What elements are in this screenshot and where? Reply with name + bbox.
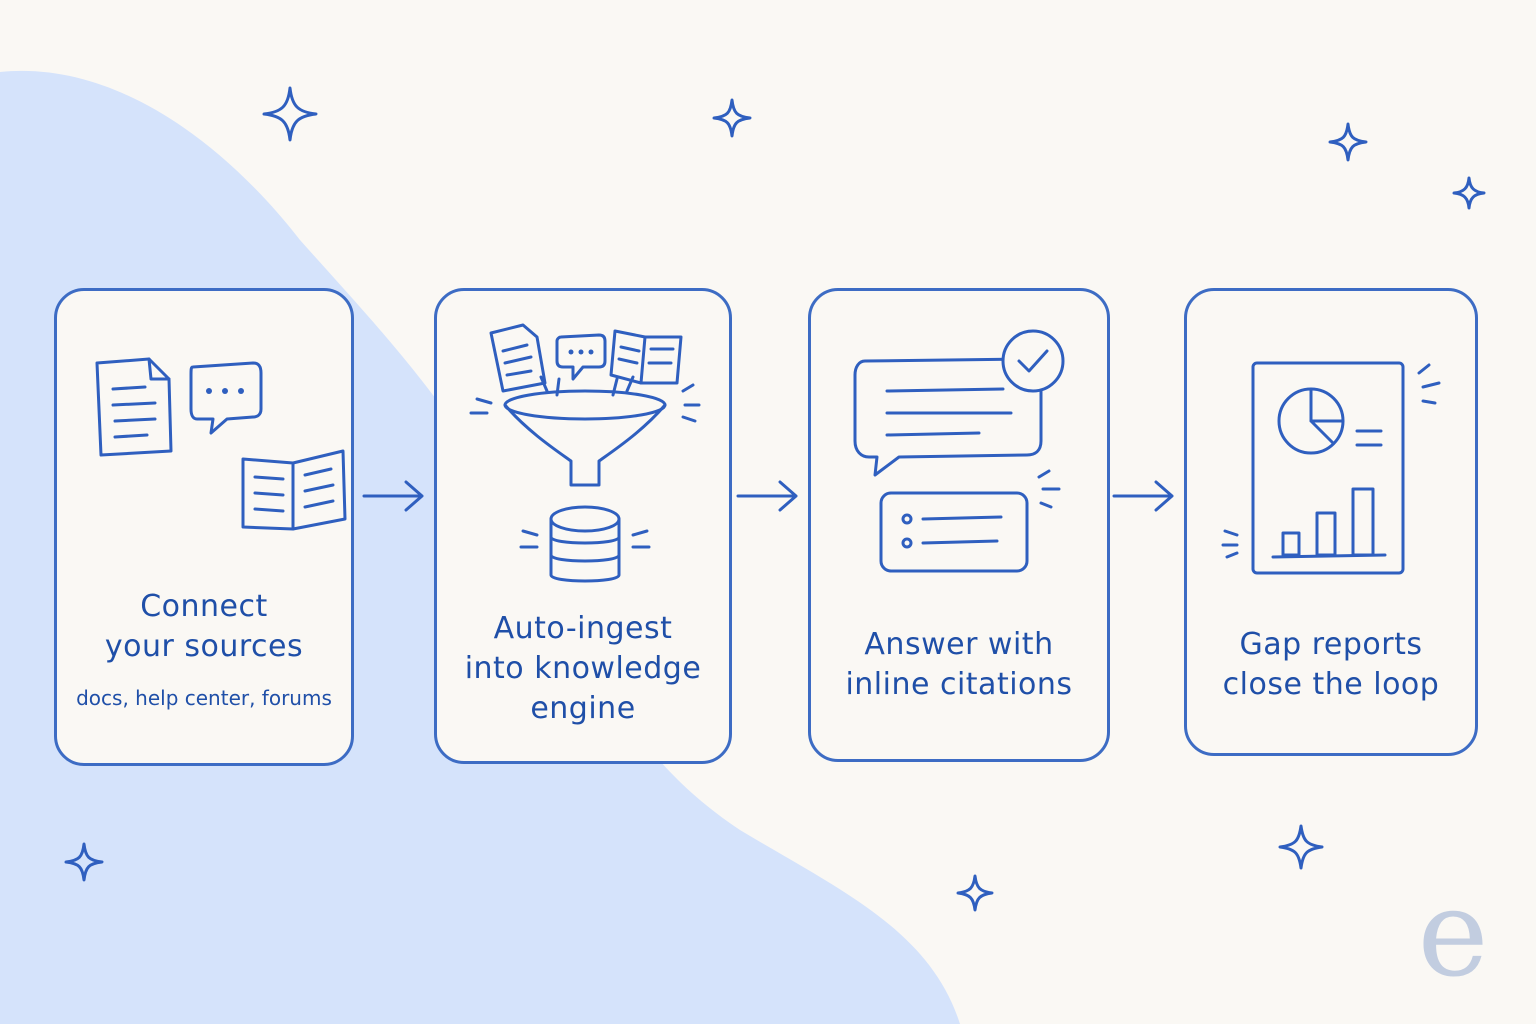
database-icon (549, 505, 621, 583)
check-circle-icon (1001, 329, 1065, 393)
funnel-icon (503, 389, 667, 487)
chat-bubble-icon (189, 361, 263, 435)
chat-bubble-icon (555, 333, 607, 381)
open-book-icon (609, 329, 683, 385)
document-icon (489, 323, 547, 393)
step-title: Answer with inline citations (845, 627, 1073, 702)
step-subtitle: docs, help center, forums (76, 686, 332, 710)
funnel-database-icon (469, 323, 701, 583)
sparkle-icon (1328, 122, 1368, 162)
step-card-connect-sources: Connect your sources docs, help center, … (54, 288, 354, 766)
sparkle-icon (1278, 824, 1324, 870)
sparkle-icon (956, 874, 994, 912)
sparkle-icon (1452, 176, 1486, 210)
step-title: Auto-ingest into knowledge engine (464, 611, 702, 726)
sparkle-icon (712, 98, 752, 138)
step-card-gap-reports: Gap reports close the loop (1184, 288, 1478, 756)
brand-logo: e (1417, 865, 1489, 1004)
arrow-right-icon (1112, 480, 1174, 512)
report-chart-icon (1221, 361, 1441, 575)
document-icon (95, 357, 173, 457)
sparkle-icon (262, 86, 318, 142)
chat-check-icon (853, 329, 1065, 573)
step-card-auto-ingest: Auto-ingest into knowledge engine (434, 288, 732, 764)
open-book-icon (241, 449, 347, 531)
step-title: Gap reports close the loop (1222, 627, 1440, 702)
sources-icon (95, 357, 347, 531)
arrow-right-icon (736, 480, 798, 512)
step-card-answer-citations: Answer with inline citations (808, 288, 1110, 762)
sparkle-icon (64, 842, 104, 882)
step-title: Connect your sources (104, 589, 304, 664)
citation-card-icon (879, 491, 1029, 573)
arrow-right-icon (362, 480, 424, 512)
report-page-icon (1251, 361, 1405, 575)
